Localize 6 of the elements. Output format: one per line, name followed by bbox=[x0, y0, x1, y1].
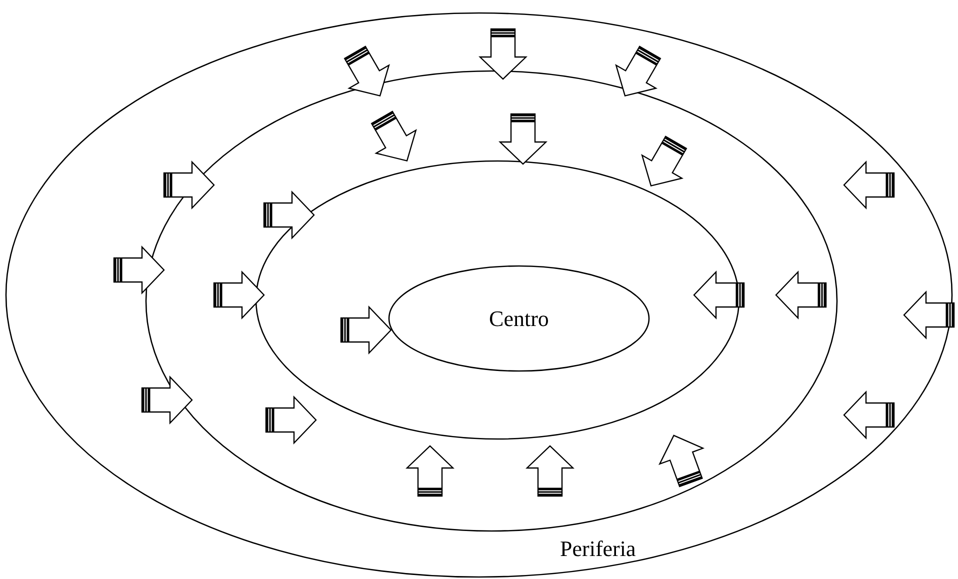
ring-zone bbox=[5, 12, 953, 578]
ring-zone bbox=[145, 70, 838, 532]
zone-label: Periferia bbox=[560, 536, 636, 562]
ring-zone bbox=[255, 160, 740, 440]
ring-zone bbox=[388, 265, 650, 372]
zone-label: Centro bbox=[489, 306, 549, 332]
